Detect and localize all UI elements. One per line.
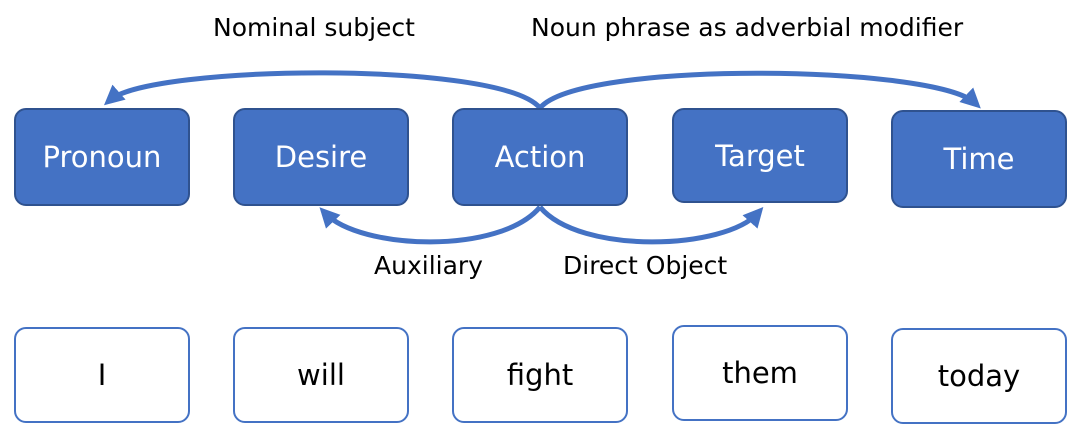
role-label: Target [715,138,805,173]
role-label: Pronoun [42,140,162,174]
role-box-action: Action [452,108,628,206]
word-box-today: today [891,328,1067,424]
label-auxiliary: Auxiliary [374,251,483,280]
arc-direct-object [538,205,764,245]
arc-noun-phrase-adverbial [538,70,981,110]
word-label: today [937,359,1021,393]
word-box-i: I [14,327,190,423]
label-noun-phrase-adverbial-modifier: Noun phrase as adverbial modifier [531,13,964,42]
role-box-pronoun: Pronoun [14,108,190,206]
arc-auxiliary [319,205,542,245]
word-box-will: will [233,327,409,423]
role-label: Desire [274,140,368,174]
role-box-desire: Desire [233,108,409,206]
word-label: fight [506,358,574,392]
word-label: them [722,356,798,390]
label-direct-object: Direct Object [563,251,728,280]
word-label: I [97,358,107,392]
role-label: Action [494,140,586,174]
word-label: will [297,358,345,392]
word-box-fight: fight [452,327,628,423]
arc-nominal-subject [103,70,542,110]
label-nominal-subject: Nominal subject [213,13,415,42]
word-box-them: them [672,325,848,421]
role-box-target: Target [672,108,848,203]
role-label: Time [943,142,1015,176]
role-box-time: Time [891,110,1067,208]
